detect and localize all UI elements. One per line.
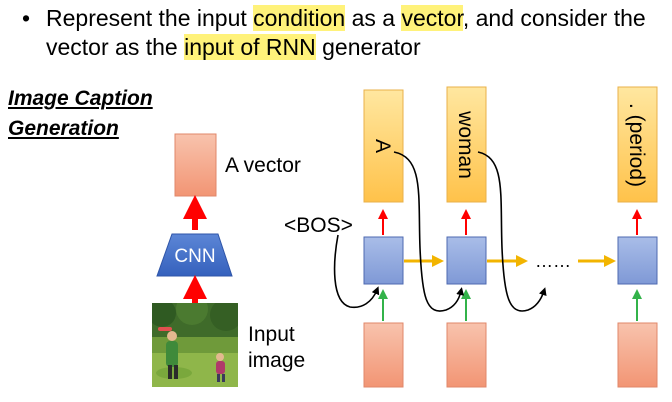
cnn-label: CNN [174,246,215,267]
rnn-cell-2 [446,236,487,285]
output-box-3 [617,86,658,203]
bos-feedback-curve [333,234,380,309]
cnn-block [156,233,233,277]
output-word-3: . (period) [625,103,648,187]
ellipsis: …… [535,251,571,271]
input-box-3 [617,322,658,388]
bullet-dot: • [22,5,31,31]
input-image-label: Input image [248,322,305,374]
highlight-vector: vector [401,5,463,31]
output-box-1 [363,89,404,203]
output-word-1: A [371,139,394,153]
feedback-curve-1 [393,151,465,312]
section-title-line-2: Generation [8,117,119,140]
vector-label: A vector [225,154,301,177]
rnn-cell-1 [363,236,404,285]
bullet-text-part: generator [315,34,421,60]
input-box-1 [363,322,404,388]
vector-box [174,133,217,197]
bullet-text: Represent the input condition as a vecto… [46,4,666,62]
highlight-condition: condition [253,5,346,31]
output-box-2 [446,86,487,203]
input-image-label-line-2: image [248,349,306,372]
bos-label: <BOS> [284,214,353,237]
input-box-2 [446,322,487,388]
bullet-text-part: Represent the input [46,5,254,31]
bullet-text-part: , and consider the vector as the [46,5,646,60]
rnn-cell-3 [617,236,658,285]
input-image-label-line-1: Input [248,323,295,346]
section-title-line-1: Image Caption [8,87,153,110]
feedback-curve-2 [477,151,547,312]
output-word-2: woman [454,110,477,179]
section-title: Image Caption Generation [8,84,153,144]
bullet-text-part: as a [345,5,402,31]
highlight-input-of-rnn: input of RNN [184,34,316,60]
input-image-photo [152,303,238,387]
